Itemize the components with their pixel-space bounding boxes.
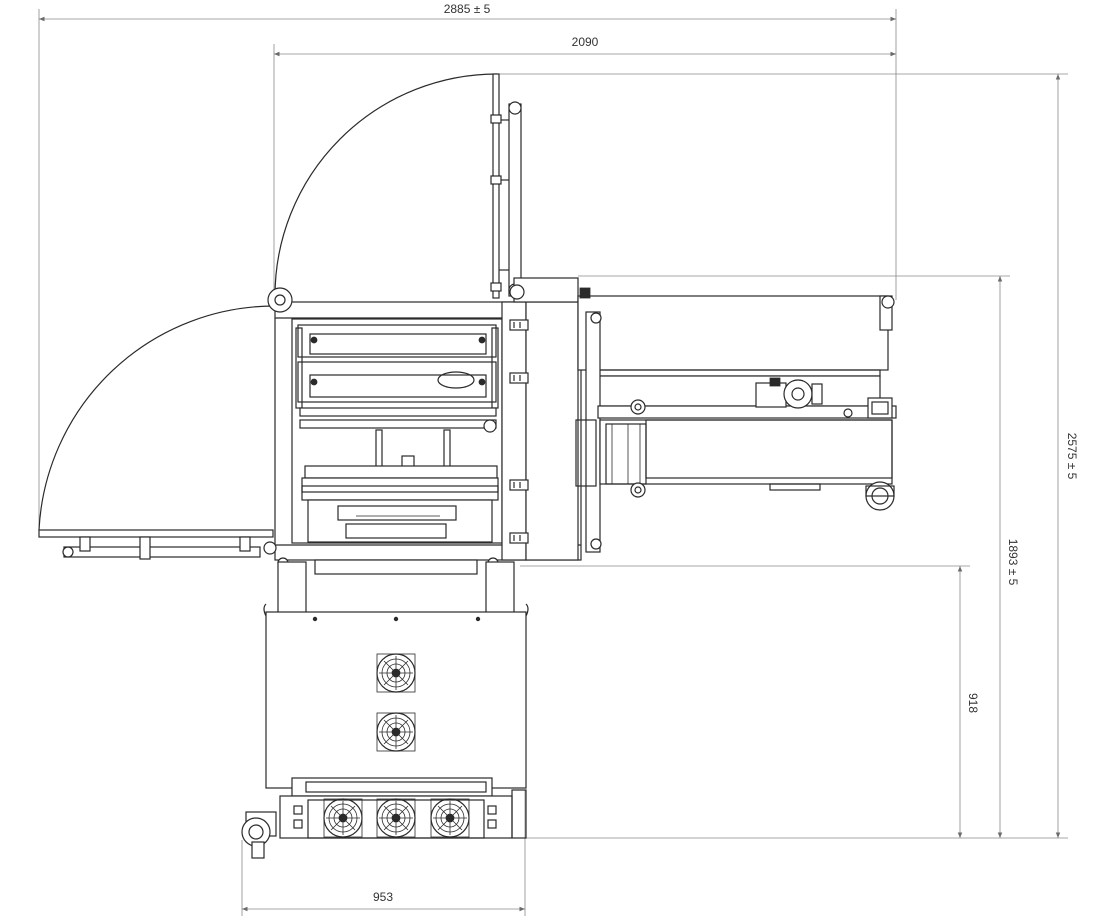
door-swing-arcs xyxy=(38,73,498,531)
exhaust-fan-icon xyxy=(430,798,470,838)
frame-side-panel xyxy=(525,301,579,561)
exhaust-fan-icon xyxy=(323,798,363,838)
conveyor-belt xyxy=(599,419,893,485)
exhaust-fan-icon xyxy=(376,798,416,838)
interior-mechanism xyxy=(295,324,499,575)
dim-label-overall-depth: 2575 ± 5 xyxy=(1065,433,1079,480)
fan-housing-top xyxy=(291,777,493,797)
dim-label-base-width: 953 xyxy=(373,890,393,904)
cooling-fan-icon xyxy=(376,712,416,752)
bracket xyxy=(509,479,529,491)
bracket xyxy=(509,319,529,331)
conveyor-side-rail xyxy=(585,311,601,553)
base-cabinet xyxy=(241,561,529,859)
left-door-swing-arc xyxy=(38,305,276,531)
corner-roller xyxy=(267,287,293,313)
dim-label-conveyor-depth: 1893 ± 5 xyxy=(1006,539,1020,586)
dim-label-overall-width: 2885 ± 5 xyxy=(444,2,491,16)
dim-label-base-depth: 918 xyxy=(966,693,980,713)
cylinder xyxy=(437,371,475,389)
leg xyxy=(485,561,515,615)
dimension-lines xyxy=(38,9,1068,916)
bracket xyxy=(509,532,529,544)
cooling-fan-icon xyxy=(376,653,416,693)
conveyor-motor xyxy=(755,377,823,409)
caster-mount xyxy=(867,397,893,419)
drip-tray xyxy=(314,559,478,575)
heating-block xyxy=(307,499,493,543)
middle-platen xyxy=(297,361,497,403)
dimension-labels: 2885 ± 5 2090 2575 ± 5 1893 ± 5 918 953 xyxy=(373,2,1079,904)
dim-label-frame-width: 2090 xyxy=(572,35,599,49)
top-door xyxy=(490,73,522,299)
left-door-handle xyxy=(63,546,261,558)
left-door xyxy=(38,529,274,560)
cabinet-panel xyxy=(265,611,527,789)
frame-column xyxy=(501,301,527,561)
conveyor-top-guard xyxy=(577,295,889,371)
bracket xyxy=(509,372,529,384)
upper-platen xyxy=(297,324,497,358)
lower-platen xyxy=(304,465,498,479)
leg xyxy=(277,561,307,615)
top-door-swing-arc xyxy=(274,73,498,297)
conveyor xyxy=(575,287,897,553)
top-cap xyxy=(513,277,579,303)
left-door-panel xyxy=(38,529,274,538)
top-door-panel xyxy=(492,73,500,299)
top-door-handle xyxy=(508,103,522,297)
handle-end xyxy=(508,101,522,115)
